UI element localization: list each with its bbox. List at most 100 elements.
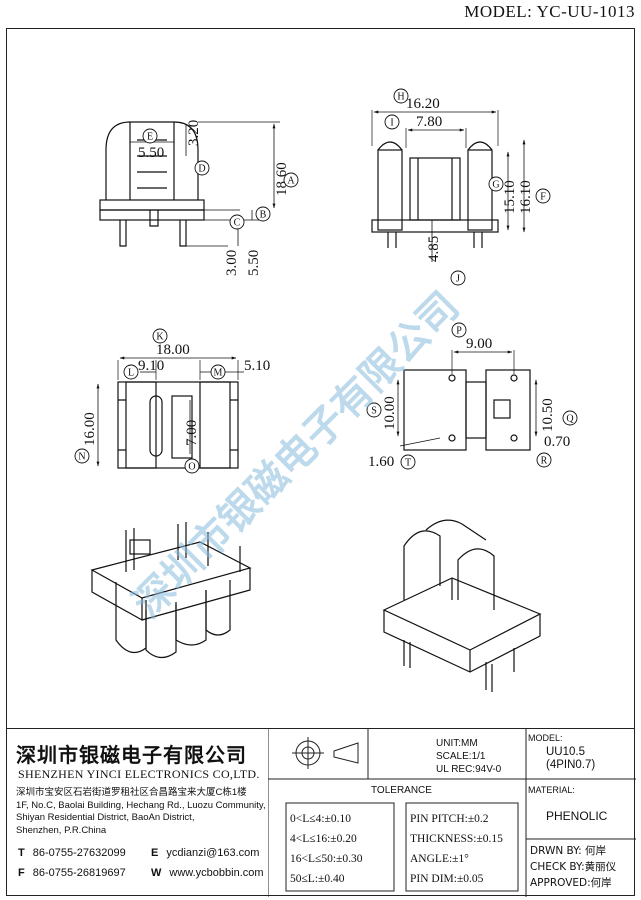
label-letter-m: M	[214, 368, 223, 379]
address-line: 深圳市宝安区石岩街道罗租社区合昌路宝来大厦C栋1楼	[16, 787, 247, 798]
unit-block: UNIT:MM SCALE:1/1 UL REC:94V-0	[436, 737, 501, 776]
label-bubble-m	[210, 364, 226, 380]
label-bubble-c	[229, 214, 245, 230]
dim-bottom-K: 18.00	[156, 342, 190, 358]
dim-front-C: 3.00	[224, 250, 240, 276]
dim-pin-R: 0.70	[544, 434, 570, 450]
fax-line: F 86-0755-26819697	[18, 867, 126, 879]
dim-side-H: 16.20	[406, 96, 440, 112]
email-address: ycdianzi@163.com	[166, 847, 260, 859]
tolerance-range: 16<L≤50:±0.30	[290, 853, 363, 865]
label-letter-r: R	[541, 456, 548, 467]
dim-bottom-L: 9.10	[138, 358, 164, 374]
model-line-1: UU10.5	[546, 746, 585, 758]
tolerance-title: TOLERANCE	[371, 785, 432, 796]
label-letter-t: T	[405, 458, 411, 469]
tel-number: 86-0755-27632099	[32, 847, 126, 859]
label-bubble-q	[562, 410, 578, 426]
check-by: CHECK BY:黄丽仪	[530, 861, 617, 873]
company-name-cn: 深圳市银磁电子有限公司	[16, 743, 247, 767]
watermark-text: 深圳市银磁电子有限公司	[125, 283, 469, 627]
tolerance-spec: PIN PITCH:±0.2	[410, 813, 489, 825]
model-value: UU10.5 (4PIN0.7)	[546, 746, 595, 772]
tel-line: T 86-0755-27632099	[18, 847, 126, 859]
scale-text: SCALE:1/1	[436, 751, 486, 762]
label-bubble-h	[393, 88, 409, 104]
tolerance-spec: ANGLE:±1°	[410, 853, 469, 865]
title-grid	[268, 729, 636, 897]
model-code-header: MODEL: YC-UU-1013	[464, 2, 635, 21]
ul-rec-text: UL REC:94V-0	[436, 764, 502, 775]
approved-by: APPROVED:何岸	[530, 877, 612, 889]
label-letter-k: K	[156, 332, 164, 343]
label-bubble-f	[535, 188, 551, 204]
dim-pin-P: 9.00	[466, 336, 492, 352]
label-letter-p: P	[456, 326, 462, 337]
label-bubble-j	[450, 270, 466, 286]
label-bubble-i	[384, 114, 400, 130]
label-letter-b: B	[260, 210, 267, 221]
material-label: MATERIAL:	[528, 785, 575, 795]
dim-pin-Q: 10.50	[540, 398, 556, 432]
fax-number: 86-0755-26819697	[32, 867, 126, 879]
iso-view-1	[90, 522, 252, 659]
tolerance-range: 4<L≤16:±0.20	[290, 833, 357, 845]
model-line-2: (4PIN0.7)	[546, 759, 596, 771]
label-bubble-k	[152, 328, 168, 344]
title-block: 深圳市银磁电子有限公司 SHENZHEN YINCI ELECTRONICS C…	[6, 728, 636, 897]
label-letter-e: E	[147, 132, 153, 143]
dim-bottom-O: 7.00	[184, 420, 200, 446]
tolerance-range: 0<L≤4:±0.10	[290, 813, 351, 825]
label-letter-l: L	[128, 368, 134, 379]
dim-bottom-N: 16.00	[82, 412, 98, 446]
label-bubble-p	[451, 322, 467, 338]
tel-label: T	[18, 847, 25, 859]
label-bubble-o	[184, 458, 200, 474]
label-bubble-d	[194, 160, 210, 176]
dim-side-J: 4.85	[426, 236, 442, 262]
address-line: 1F, No.C, Baolai Building, Hechang Rd., …	[16, 799, 266, 811]
label-bubble-r	[536, 452, 552, 468]
tolerance-spec: THICKNESS:±0.15	[410, 833, 503, 845]
label-letter-f: F	[540, 192, 546, 203]
dim-side-G: 15.10	[502, 180, 518, 214]
label-bubble-b	[255, 206, 271, 222]
label-letter-s: S	[371, 406, 377, 417]
iso-view-2	[382, 519, 542, 692]
label-letter-a: A	[287, 176, 295, 187]
address-line: Shenzhen, P.R.China	[16, 824, 107, 836]
tolerance-spec: PIN DIM:±0.05	[410, 873, 484, 885]
label-letter-d: D	[198, 164, 205, 175]
web-label: W	[151, 867, 162, 879]
label-bubble-n	[74, 448, 90, 464]
pinout-view	[396, 350, 538, 451]
address-line: Shiyan Residential District, BaoAn Distr…	[16, 812, 195, 823]
drawn-by: DRWN BY: 何岸	[530, 845, 607, 857]
web-address: www.ycbobbin.com	[169, 867, 264, 879]
label-letter-g: G	[492, 180, 499, 191]
email-label: E	[151, 847, 159, 859]
dim-front-D: 3.20	[186, 120, 202, 146]
label-letter-i: I	[390, 118, 393, 129]
label-letter-q: Q	[566, 414, 574, 425]
label-letter-j: J	[456, 274, 460, 285]
dim-side-I: 7.80	[416, 114, 442, 130]
label-bubble-t	[400, 454, 416, 470]
tolerance-range: 50≤L:±0.40	[290, 873, 345, 885]
label-bubble-e	[142, 128, 158, 144]
label-letter-n: N	[78, 452, 85, 463]
dim-side-F: 16.10	[518, 180, 534, 214]
label-bubble-a	[283, 172, 299, 188]
dim-front-E: 5.50	[138, 145, 164, 161]
dim-front-B: 5.50	[246, 250, 262, 276]
material-value: PHENOLIC	[546, 809, 608, 823]
label-bubble-l	[123, 364, 139, 380]
dim-front-A: 18.60	[274, 162, 290, 196]
dim-bottom-M: 5.10	[244, 358, 270, 374]
label-letter-h: H	[397, 92, 404, 103]
fax-label: F	[18, 867, 25, 879]
unit-text: UNIT:MM	[436, 738, 478, 749]
label-letter-c: C	[234, 218, 241, 229]
